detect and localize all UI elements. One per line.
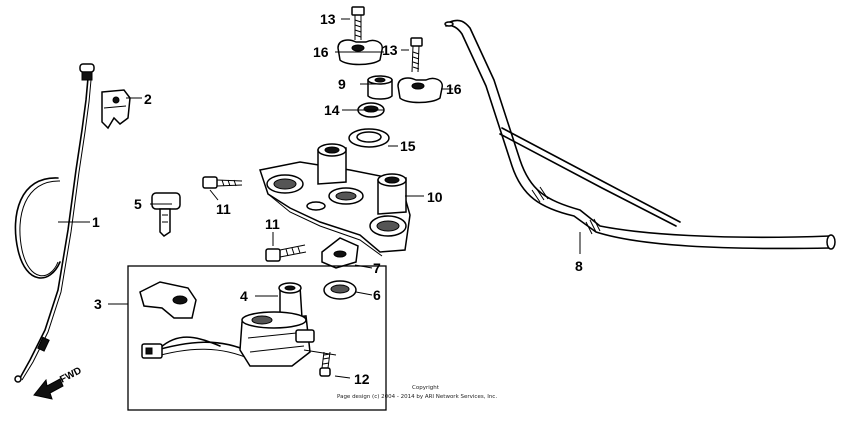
bolt-part-11-upper[interactable]: [202, 176, 243, 189]
callout-4: 4: [240, 288, 248, 304]
leader-lines: [58, 18, 581, 379]
callout-11-lower: 11: [265, 216, 280, 232]
callout-2: 2: [144, 91, 152, 107]
bushing-part-9[interactable]: [367, 75, 393, 100]
callout-6: 6: [373, 287, 381, 303]
forward-label: FWD: [58, 365, 83, 385]
callout-14: 14: [324, 102, 340, 118]
copyright-title: Copyright: [412, 385, 440, 391]
callout-5: 5: [134, 196, 142, 212]
callout-15: 15: [400, 138, 416, 154]
bolt-part-13-left[interactable]: [351, 6, 365, 40]
callout-13-left: 13: [320, 11, 336, 27]
callout-8: 8: [575, 258, 583, 274]
stay-part-7[interactable]: [321, 237, 359, 269]
clamp-part-16-right[interactable]: [397, 77, 443, 104]
washer-part-15[interactable]: [348, 128, 390, 148]
bolt-part-11-lower[interactable]: [265, 244, 307, 262]
handlebar-part-8[interactable]: [444, 19, 836, 250]
callout-3: 3: [94, 296, 102, 312]
switch-body-part-4[interactable]: [239, 282, 315, 367]
callout-9: 9: [338, 76, 346, 92]
callout-10: 10: [427, 189, 443, 205]
collar-part-6[interactable]: [323, 280, 357, 300]
callout-12: 12: [354, 371, 370, 387]
top-bridge-part-10[interactable]: [259, 143, 411, 257]
bracket-part-2[interactable]: [101, 89, 131, 130]
ignition-switch-box-part-3[interactable]: [127, 265, 387, 411]
forward-direction-indicator: FWD: [33, 365, 84, 400]
bolt-part-13-right[interactable]: [410, 37, 423, 73]
callout-13-right: 13: [382, 42, 398, 58]
copyright-notice: Page design (c) 2004 - 2014 by ARI Netwo…: [337, 394, 497, 400]
callout-7: 7: [373, 260, 381, 276]
screw-part-12[interactable]: [319, 351, 331, 377]
callout-11-upper: 11: [216, 201, 231, 217]
forward-arrow-icon: [33, 378, 64, 400]
callout-16-right: 16: [446, 81, 462, 97]
callout-1: 1: [92, 214, 100, 230]
cable-part-1[interactable]: [14, 63, 95, 383]
callout-16-left: 16: [313, 44, 329, 60]
key-part-5[interactable]: [151, 192, 181, 237]
